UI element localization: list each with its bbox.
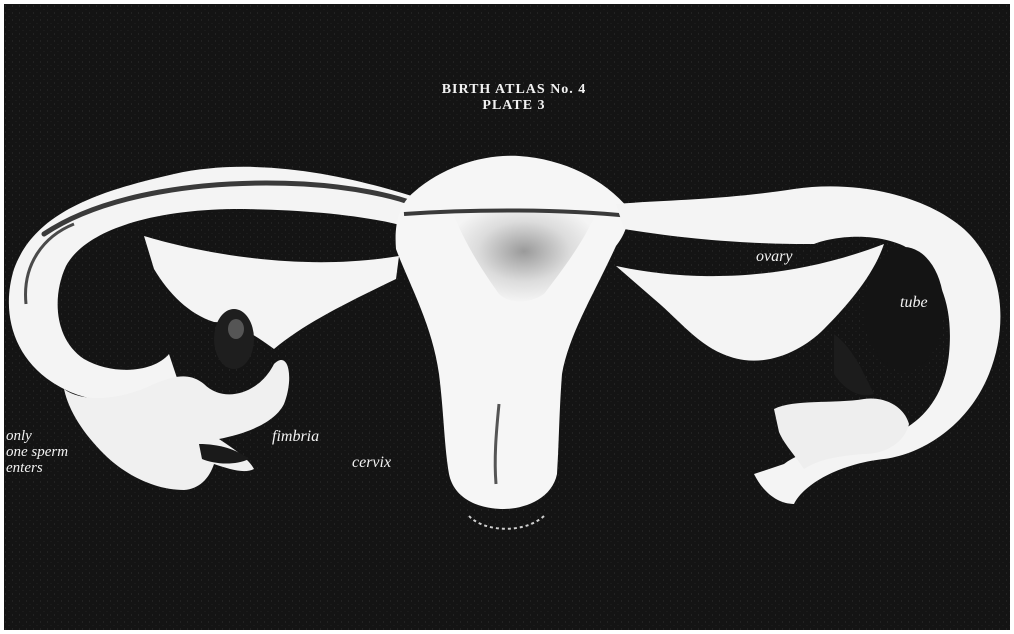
plate-title-line1: BIRTH ATLAS No. 4 bbox=[414, 82, 614, 98]
sperm-note-line1: only bbox=[6, 428, 68, 444]
tube-label: tube bbox=[900, 294, 928, 312]
fimbria-label: fimbria bbox=[272, 428, 319, 446]
sperm-note-line3: enters bbox=[6, 460, 68, 476]
fimbria-dark-knot bbox=[214, 309, 254, 369]
sperm-note-label: only one sperm enters bbox=[6, 428, 68, 476]
fimbria-dark-knot-2 bbox=[228, 319, 244, 339]
sperm-note-line2: one sperm bbox=[6, 444, 68, 460]
atlas-plate: BIRTH ATLAS No. 4 PLATE 3 ovary tube fim… bbox=[4, 4, 1010, 630]
plate-title: BIRTH ATLAS No. 4 PLATE 3 bbox=[414, 82, 614, 114]
ovary-label: ovary bbox=[756, 248, 792, 266]
plate-title-line2: PLATE 3 bbox=[414, 98, 614, 114]
cervix-label: cervix bbox=[352, 454, 391, 472]
